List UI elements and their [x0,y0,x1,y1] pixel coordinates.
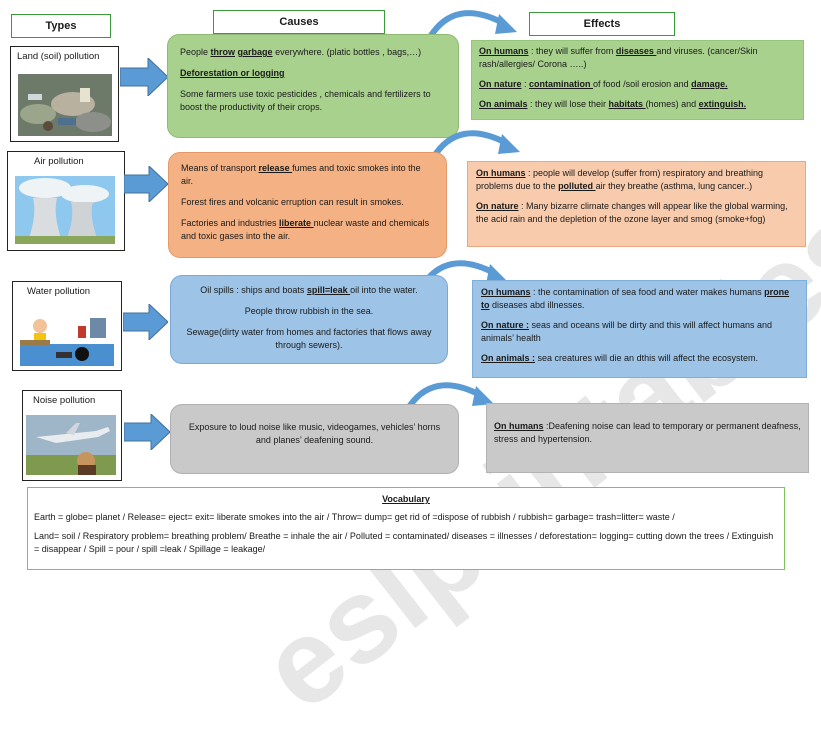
right-arrow-icon [124,414,170,450]
type-label: Air pollution [34,156,124,167]
water-effects-box: On humans : the contamination of sea foo… [472,280,807,378]
right-arrow-icon [120,58,168,96]
noise-effects-box: On humans :Deafening noise can lead to t… [486,403,809,473]
water-causes-box: Oil spills : ships and boats spill=leak … [170,275,448,364]
noise-causes-box: Exposure to loud noise like music, video… [170,404,459,474]
type-label: Water pollution [27,286,121,297]
type-water-pollution: Water pollution [12,281,122,371]
air-effects-box: On humans : people will develop (suffer … [467,161,806,247]
vocabulary-line: Land= soil / Respiratory problem= breath… [34,530,778,556]
vocabulary-title: Vocabulary [34,493,778,506]
type-noise-pollution: Noise pollution [22,390,122,481]
garbage-pile-image [18,74,112,136]
type-label: Land (soil) pollution [17,51,118,62]
water-pollution-image [20,304,114,366]
land-causes-box: People throw garbage everywhere. (platic… [167,34,459,138]
type-label: Noise pollution [33,395,121,406]
causes-header: Causes [213,10,385,34]
right-arrow-icon [123,304,168,340]
vocabulary-box: Vocabulary Earth = globe= planet / Relea… [27,487,785,570]
types-header: Types [11,14,111,38]
cooling-towers-image [15,176,115,244]
noise-plane-image [26,415,116,475]
right-arrow-icon [124,166,168,202]
vocabulary-line: Earth = globe= planet / Release= eject= … [34,511,778,524]
land-effects-box: On humans : they will suffer from diseas… [471,40,804,120]
effects-header: Effects [529,12,675,36]
type-air-pollution: Air pollution [7,151,125,251]
type-land-pollution: Land (soil) pollution [10,46,119,142]
air-causes-box: Means of transport release fumes and tox… [168,152,447,258]
